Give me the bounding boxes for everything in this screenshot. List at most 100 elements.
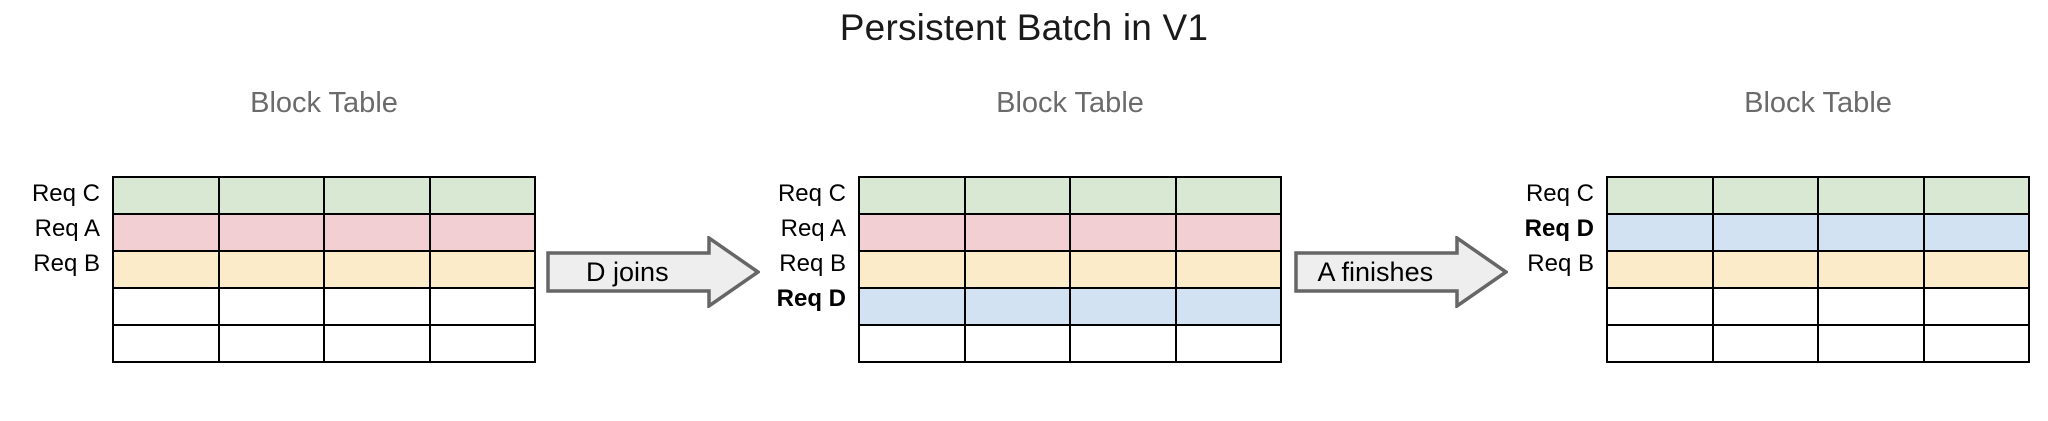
block-table-title: Block Table bbox=[250, 87, 398, 119]
block-cell bbox=[323, 287, 431, 326]
block-cell bbox=[217, 250, 325, 289]
block-cell bbox=[323, 324, 431, 363]
block-cell bbox=[1069, 176, 1177, 215]
block-cell bbox=[963, 324, 1071, 363]
block-cell bbox=[112, 250, 220, 289]
block-cell bbox=[963, 213, 1071, 252]
block-cell bbox=[428, 324, 536, 363]
block-cell bbox=[1069, 213, 1177, 252]
row-label: Req B bbox=[779, 250, 846, 277]
block-cell bbox=[1606, 287, 1714, 326]
block-table-grid bbox=[858, 176, 1282, 363]
row-label-list: Req C Req A Req B Req D bbox=[626, 176, 846, 351]
block-cell bbox=[858, 287, 966, 326]
arrow-right-icon bbox=[1294, 236, 1508, 308]
block-cell bbox=[1817, 250, 1925, 289]
block-cell bbox=[1174, 324, 1282, 363]
block-cell bbox=[112, 324, 220, 363]
table-row bbox=[1606, 287, 2030, 326]
block-cell bbox=[1922, 250, 2030, 289]
block-cell bbox=[1606, 250, 1714, 289]
block-cell bbox=[1069, 287, 1177, 326]
row-label: Req D bbox=[776, 285, 846, 312]
block-cell bbox=[1174, 287, 1282, 326]
table-row bbox=[112, 324, 536, 363]
block-cell bbox=[1711, 324, 1819, 363]
block-cell bbox=[858, 213, 966, 252]
table-row bbox=[112, 213, 536, 252]
block-cell bbox=[1174, 213, 1282, 252]
table-row bbox=[858, 213, 1282, 252]
table-row bbox=[1606, 324, 2030, 363]
block-table-group-3: Block Table Req C Req D Req B bbox=[1525, 0, 2030, 421]
block-cell bbox=[428, 250, 536, 289]
table-row bbox=[858, 250, 1282, 289]
row-label: Req A bbox=[34, 215, 100, 242]
block-cell bbox=[112, 176, 220, 215]
row-label: Req B bbox=[1527, 250, 1594, 277]
row-label: Req B bbox=[33, 250, 100, 277]
block-cell bbox=[858, 176, 966, 215]
table-row bbox=[858, 324, 1282, 363]
block-cell bbox=[323, 176, 431, 215]
block-cell bbox=[1711, 250, 1819, 289]
table-row bbox=[1606, 213, 2030, 252]
block-cell bbox=[1817, 176, 1925, 215]
row-label: Req C bbox=[31, 180, 100, 207]
row-label-list: Req C Req D Req B bbox=[1374, 176, 1594, 351]
block-cell bbox=[1174, 250, 1282, 289]
table-row bbox=[1606, 250, 2030, 289]
block-cell bbox=[1606, 324, 1714, 363]
block-cell bbox=[963, 176, 1071, 215]
block-cell bbox=[1817, 287, 1925, 326]
row-label: Req D bbox=[1524, 215, 1594, 242]
block-cell bbox=[428, 213, 536, 252]
block-cell bbox=[1711, 213, 1819, 252]
block-cell bbox=[1922, 176, 2030, 215]
block-cell bbox=[963, 250, 1071, 289]
table-row bbox=[112, 176, 536, 215]
table-row bbox=[112, 250, 536, 289]
block-table-grid bbox=[1606, 176, 2030, 363]
block-cell bbox=[1922, 324, 2030, 363]
block-table-group-1: Block Table Req C Req A Req B bbox=[32, 0, 536, 421]
table-row bbox=[858, 287, 1282, 326]
block-cell bbox=[1817, 324, 1925, 363]
block-cell bbox=[428, 176, 536, 215]
block-cell bbox=[217, 287, 325, 326]
block-table-title: Block Table bbox=[1744, 87, 1892, 119]
row-label: Req C bbox=[1525, 180, 1594, 207]
block-cell bbox=[1174, 176, 1282, 215]
table-row bbox=[858, 176, 1282, 215]
block-cell bbox=[217, 324, 325, 363]
arrow-right-icon bbox=[546, 236, 760, 308]
block-table-grid bbox=[112, 176, 536, 363]
block-cell bbox=[428, 287, 536, 326]
table-row bbox=[112, 287, 536, 326]
block-cell bbox=[858, 324, 966, 363]
block-cell bbox=[1069, 250, 1177, 289]
block-cell bbox=[1817, 213, 1925, 252]
block-cell bbox=[1711, 176, 1819, 215]
block-cell bbox=[1922, 287, 2030, 326]
block-cell bbox=[1711, 287, 1819, 326]
block-cell bbox=[323, 213, 431, 252]
block-cell bbox=[112, 287, 220, 326]
block-cell bbox=[112, 213, 220, 252]
row-label-list: Req C Req A Req B bbox=[0, 176, 100, 351]
block-cell bbox=[1922, 213, 2030, 252]
row-label: Req A bbox=[780, 215, 846, 242]
block-cell bbox=[1069, 324, 1177, 363]
page-title: Persistent Batch in V1 bbox=[839, 7, 1209, 48]
block-cell bbox=[963, 287, 1071, 326]
block-cell bbox=[1606, 176, 1714, 215]
block-cell bbox=[323, 250, 431, 289]
block-cell bbox=[217, 176, 325, 215]
block-cell bbox=[1606, 213, 1714, 252]
table-row bbox=[1606, 176, 2030, 215]
row-label: Req C bbox=[777, 180, 846, 207]
block-cell bbox=[858, 250, 966, 289]
block-cell bbox=[217, 213, 325, 252]
